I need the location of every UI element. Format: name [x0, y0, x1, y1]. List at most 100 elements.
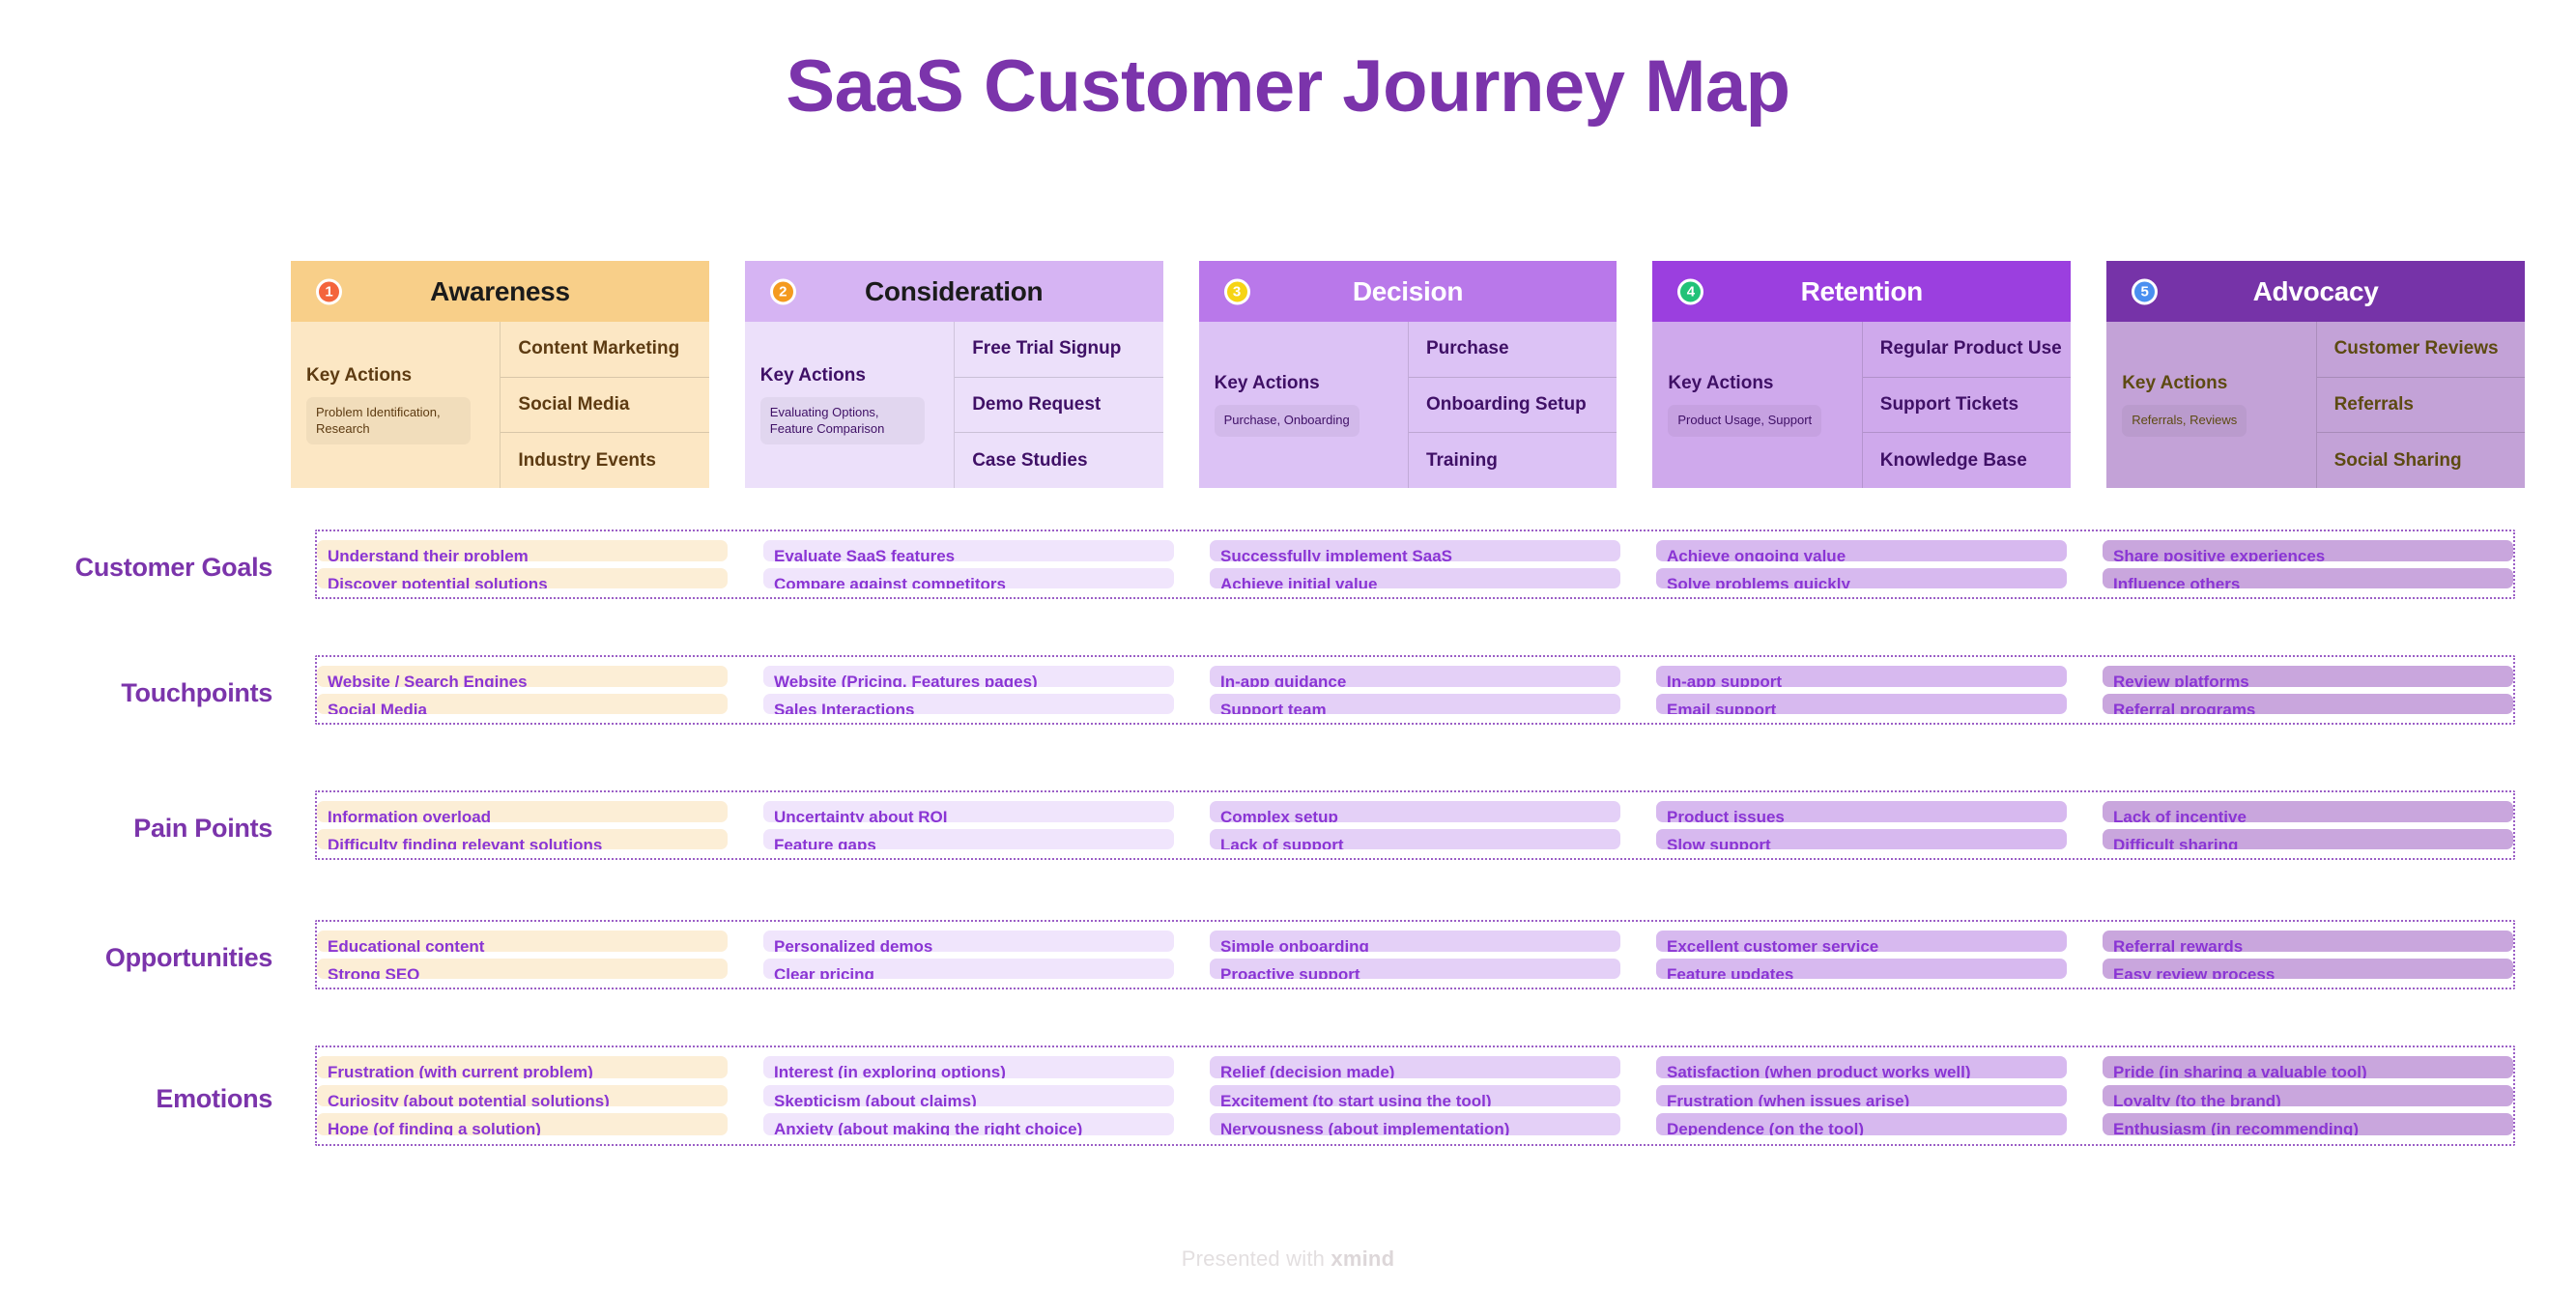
content-pill[interactable]: Information overload [317, 801, 728, 822]
content-pill[interactable]: Sales Interactions [763, 693, 1174, 714]
stage-name-label: Advocacy [2252, 275, 2379, 306]
content-pill[interactable]: Email support [1656, 693, 2067, 714]
stage-action-item[interactable]: Regular Product Use [1879, 338, 2062, 359]
row-label-opportunities: Opportunities [104, 943, 272, 972]
content-pill[interactable]: Frustration (with current problem) [317, 1056, 728, 1078]
content-pill[interactable]: Educational content [317, 931, 728, 952]
stage-action-item[interactable]: Referrals [2316, 376, 2525, 433]
content-pill[interactable]: Curiosity (about potential solutions) [317, 1084, 728, 1107]
content-pill[interactable]: Social Media [317, 693, 728, 714]
content-pill[interactable]: Product issues [1656, 801, 2067, 822]
content-pill[interactable]: Enthusiasm (in recommending) [2103, 1113, 2513, 1136]
content-pill[interactable]: Achieve ongoing value [1656, 540, 2067, 561]
stage-number-badge: 3 [1223, 278, 1250, 304]
stage-action-item[interactable]: Onboarding Setup [1408, 376, 1617, 433]
row-column: Successfully implement SaaS Achieve initi… [1210, 531, 1620, 597]
content-pill[interactable]: Strong SEO [317, 958, 728, 979]
content-pill[interactable]: Loyalty (to the brand) [2103, 1084, 2513, 1107]
content-pill[interactable]: Frustration (when issues arise) [1656, 1084, 2067, 1107]
content-pill[interactable]: Referral programs [2103, 693, 2513, 714]
content-pill[interactable]: Excellent customer service [1656, 931, 2067, 952]
stage-action-item[interactable]: Purchase [1425, 338, 1509, 359]
content-pill[interactable]: Review platforms [2103, 666, 2513, 687]
stage-action-item[interactable]: Case Studies [955, 432, 1163, 488]
content-pill[interactable]: Feature gaps [763, 828, 1174, 849]
content-pill[interactable]: Uncertainty about ROI [763, 801, 1174, 822]
content-pill[interactable]: Interest (in exploring options) [763, 1056, 1174, 1078]
content-pill[interactable]: Successfully implement SaaS [1210, 540, 1620, 561]
content-pill[interactable]: Achieve initial value [1210, 567, 1620, 588]
content-pill[interactable]: Understand their problem [317, 540, 728, 561]
content-pill[interactable]: Support team [1210, 693, 1620, 714]
content-pill[interactable]: In-app support [1656, 666, 2067, 687]
content-pill[interactable]: Evaluate SaaS features [763, 540, 1174, 561]
stage-number-badge: 5 [2132, 278, 2159, 304]
stage-action-item[interactable]: Knowledge Base [1862, 432, 2072, 488]
content-pill[interactable]: Excitement (to start using the tool) [1210, 1084, 1620, 1107]
content-pill[interactable]: Compare against competitors [763, 567, 1174, 588]
content-pill[interactable]: Satisfaction (when product works well) [1656, 1056, 2067, 1078]
content-pill[interactable]: Nervousness (about implementation) [1210, 1113, 1620, 1136]
stage-action-item[interactable]: Demo Request [955, 376, 1163, 433]
content-pill[interactable]: Difficult sharing [2103, 828, 2513, 849]
content-pill[interactable]: Skepticism (about claims) [763, 1084, 1174, 1107]
key-actions-chip: Evaluating Options, Feature Comparison [759, 396, 925, 445]
content-pill[interactable]: Proactive support [1210, 958, 1620, 979]
stage-action-item[interactable]: Support Tickets [1862, 376, 2072, 433]
row-label-customer-goals: Customer Goals [74, 553, 273, 582]
content-pill[interactable]: Difficulty finding relevant solutions [317, 828, 728, 849]
content-pill[interactable]: Referral rewards [2103, 931, 2513, 952]
content-pill[interactable]: Discover potential solutions [317, 567, 728, 588]
content-pill[interactable]: Relief (decision made) [1210, 1056, 1620, 1078]
page-title: SaaS Customer Journey Map [786, 45, 1790, 128]
content-pill[interactable]: Website / Search Engines [317, 666, 728, 687]
content-pill[interactable]: Influence others [2103, 567, 2513, 588]
content-pill[interactable]: Anxiety (about making the right choice) [763, 1113, 1174, 1136]
row-column: Frustration (with current problem) Curios… [317, 1047, 728, 1144]
content-pill[interactable]: Easy review process [2103, 958, 2513, 979]
row-column: Website (Pricing, Features pages) Sales I… [763, 657, 1174, 723]
key-actions-chip: Product Usage, Support [1668, 405, 1822, 437]
content-pill[interactable]: Pride (in sharing a valuable tool) [2103, 1056, 2513, 1078]
content-pill[interactable]: Feature updates [1656, 958, 2067, 979]
stage-action-item[interactable]: Customer Reviews [2333, 338, 2499, 359]
stage-action-item[interactable]: Content Marketing [518, 338, 680, 359]
stage-action-item[interactable]: Industry Events [501, 432, 709, 488]
content-pill[interactable]: Clear pricing [763, 958, 1174, 979]
content-pill[interactable]: In-app guidance [1210, 666, 1620, 687]
content-pill[interactable]: Personalized demos [763, 931, 1174, 952]
content-pill[interactable]: Complex setup [1210, 801, 1620, 822]
stage-action-item[interactable]: Free Trial Signup [972, 338, 1122, 359]
stage-action-item[interactable]: Training [1408, 432, 1617, 488]
stage-action-item[interactable]: Social Sharing [2316, 432, 2525, 488]
content-pill[interactable]: Simple onboarding [1210, 931, 1620, 952]
content-pill[interactable]: Hope (of finding a solution) [317, 1113, 728, 1136]
content-pill[interactable]: Slow support [1656, 828, 2067, 849]
content-pill[interactable]: Lack of support [1210, 828, 1620, 849]
content-pill[interactable]: Share positive experiences [2103, 540, 2513, 561]
key-actions-chip: Purchase, Onboarding [1214, 405, 1360, 437]
content-pill[interactable]: Dependence (on the tool) [1656, 1113, 2067, 1136]
content-pill[interactable]: Website (Pricing, Features pages) [763, 666, 1174, 687]
content-pill[interactable]: Solve problems quickly [1656, 567, 2067, 588]
content-pill[interactable]: Lack of incentive [2103, 801, 2513, 822]
key-actions-chip: Problem Identification, Research [306, 396, 471, 445]
stage-action-item[interactable]: Social Media [501, 376, 709, 433]
